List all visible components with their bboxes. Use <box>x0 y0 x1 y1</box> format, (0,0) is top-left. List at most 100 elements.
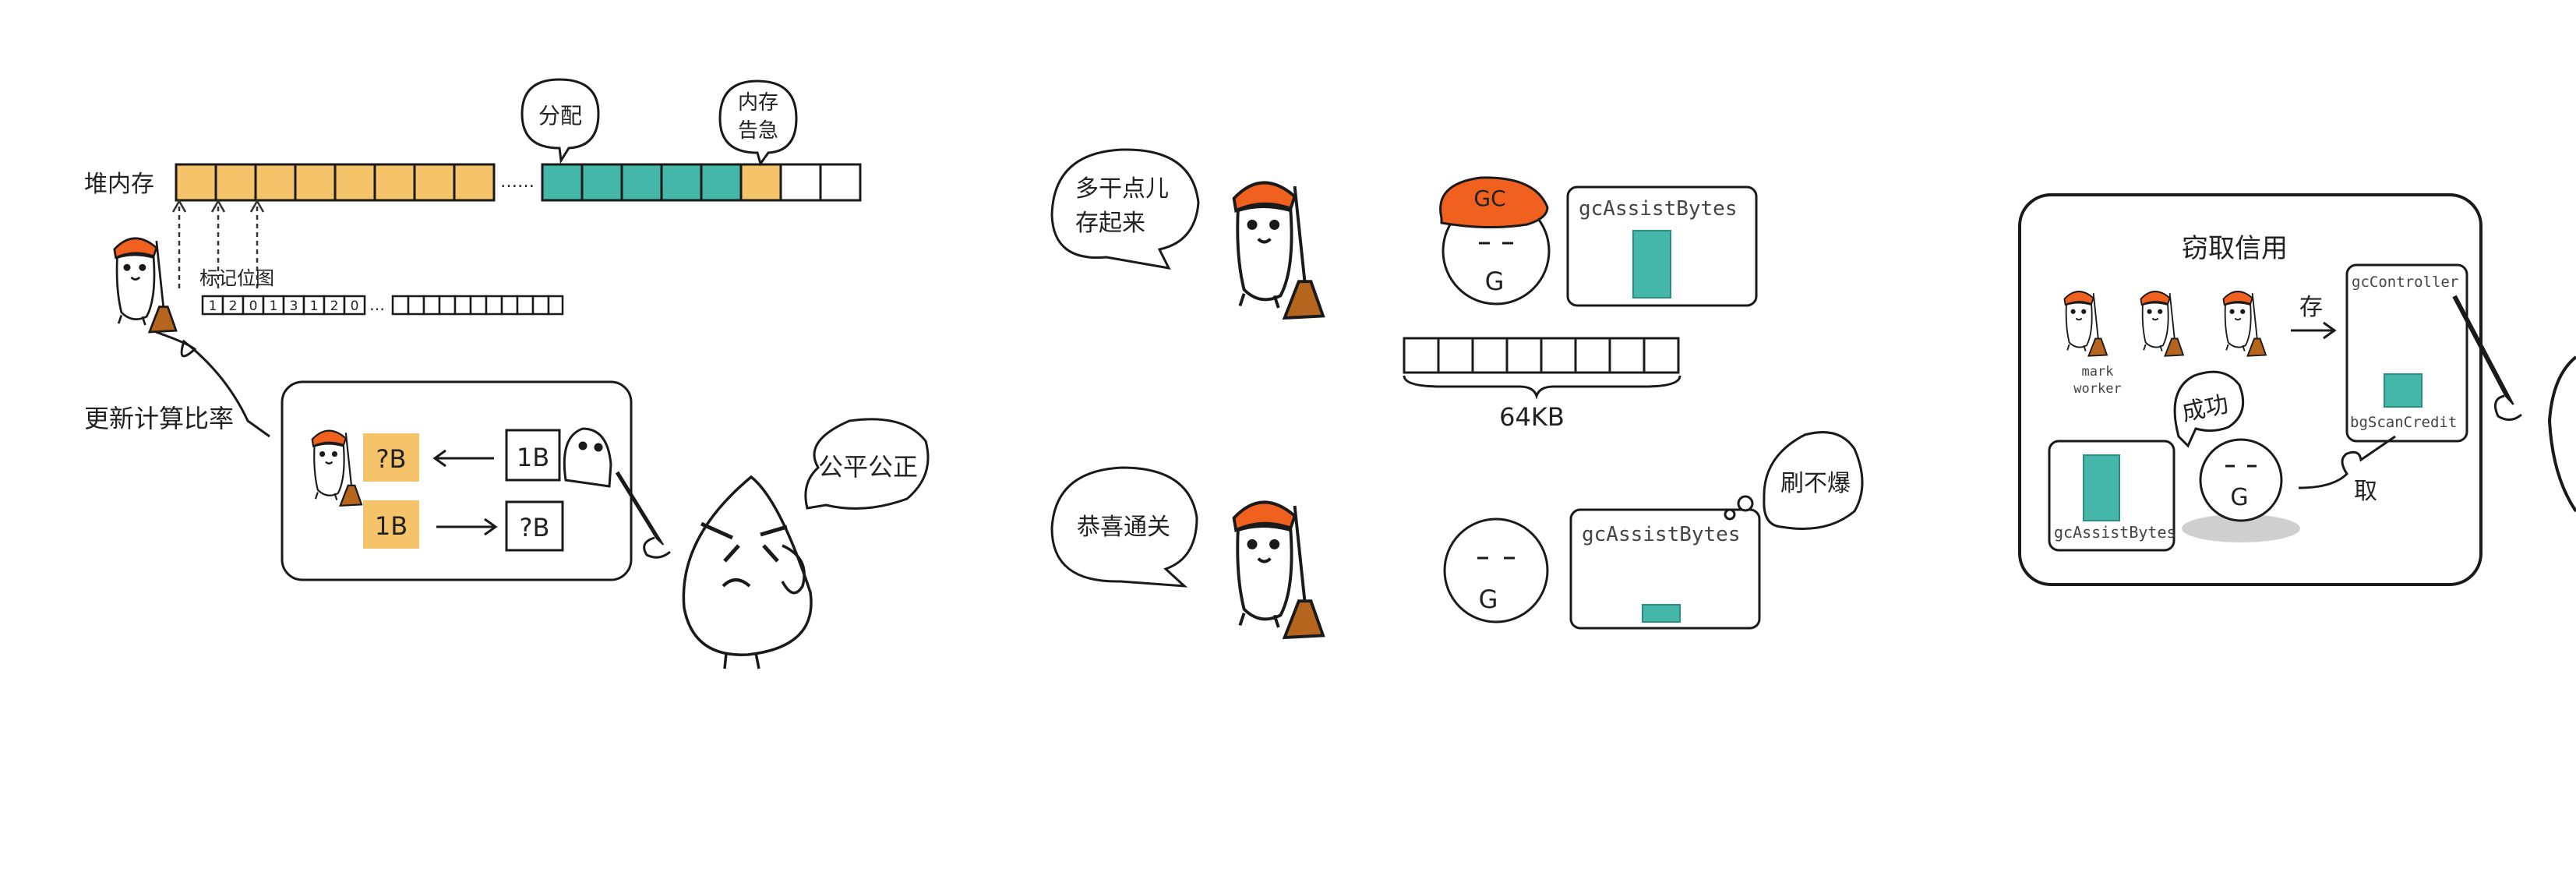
heap-block-allocated <box>660 163 703 202</box>
heap-block-marked <box>254 163 297 202</box>
bitmap-empty-cell <box>407 295 425 316</box>
span-page <box>1471 337 1509 374</box>
bitmap-empty-cell <box>438 295 457 316</box>
bitmap-empty-cell <box>531 295 550 316</box>
bubble-work-line1: 多干点儿 <box>1075 175 1169 203</box>
bubble-urgent-line1: 内存 <box>738 91 778 115</box>
heap-block-marked <box>214 163 257 202</box>
assist-bytes-title-bottom: gcAssistBytes <box>1582 523 1741 546</box>
gc-worker-bottom: G <box>1443 517 1549 623</box>
speech-bubble-icon <box>520 78 600 164</box>
bitmap-bit: 2 <box>229 298 238 314</box>
span-page <box>1574 337 1611 374</box>
goroutine-shadow <box>2182 514 2300 542</box>
heap-block-allocated <box>700 163 743 202</box>
bubble-alloc: 分配 <box>538 103 582 129</box>
ratio-unknown-top: ?B <box>376 444 407 474</box>
bitmap-empty-cell <box>469 295 488 316</box>
heap-block-marked <box>453 163 496 202</box>
pointer-stick-icon <box>615 471 671 559</box>
heap-block-marked <box>175 163 217 202</box>
assist-bytes-level-top <box>1632 230 1671 298</box>
ratio-unknown-bottom: ?B <box>520 513 550 542</box>
ratio-known-bottom-box <box>363 500 419 549</box>
heap-block-marked <box>739 163 782 202</box>
heap-block-allocated <box>541 163 584 202</box>
bitmap-empty-cell <box>500 295 519 316</box>
update-ratio-label: 更新计算比率 <box>84 404 234 433</box>
arrow-left-icon <box>432 449 494 468</box>
bubble-not-burst: 刷不爆 <box>1780 470 1851 497</box>
heap-block-free <box>819 163 862 202</box>
gopher-sweeper-icon <box>1232 181 1325 320</box>
g-label-bottom: G <box>1479 585 1498 614</box>
gc-hat-label: GC <box>1473 185 1505 211</box>
speech-bubble-icon <box>1050 466 1198 588</box>
heap-block-free <box>779 163 822 202</box>
arrow-right-icon <box>436 517 498 536</box>
bitmap-bit: 3 <box>290 298 298 314</box>
assist-bytes-title-panel3: gcAssistBytes <box>2054 523 2176 542</box>
take-label: 取 <box>2354 478 2377 505</box>
span-brace <box>1403 375 1681 400</box>
ratio-known-bottom: 1B <box>375 511 408 541</box>
g-label-panel3: G <box>2230 484 2248 511</box>
ratio-known-top: 1B <box>517 443 549 472</box>
bubble-fair: 公平公正 <box>818 452 918 482</box>
bitmap-empty-cell <box>453 295 472 316</box>
heap-block-allocated <box>580 163 623 202</box>
ratio-unknown-bottom-box <box>505 500 564 552</box>
heap-dots: …… <box>500 172 535 192</box>
assist-bytes-level-panel3 <box>2083 454 2120 521</box>
swirl-arrow <box>155 330 270 438</box>
controller-title: gcController <box>2352 274 2458 291</box>
heap-label: 堆内存 <box>84 171 154 198</box>
span-page <box>1403 337 1440 374</box>
g-label-top: G <box>1485 267 1505 296</box>
span-page <box>1643 337 1680 374</box>
referee-egg-icon <box>682 475 813 669</box>
scan-credit-label: bgScanCredit <box>2350 414 2457 431</box>
bitmap-bit: 1 <box>209 298 217 314</box>
scan-credit-level <box>2384 373 2422 408</box>
span-page <box>1608 337 1646 374</box>
bitmap-empty-cell <box>391 295 410 316</box>
bitmap-empty-cell <box>485 295 503 316</box>
assist-bytes-box-bottom <box>1569 508 1761 630</box>
bitmap-cell <box>343 295 366 316</box>
ratio-known-top-box <box>505 429 561 482</box>
span-page <box>1540 337 1577 374</box>
take-arrow <box>2298 435 2396 489</box>
gopher-sweeper-icon <box>1232 500 1325 639</box>
bitmap-bit: 1 <box>310 298 319 314</box>
goroutine-circle <box>2199 438 2283 522</box>
speech-bubble-icon <box>1050 148 1200 270</box>
bitmap-bit: 2 <box>330 298 339 314</box>
assist-bytes-title-top: gcAssistBytes <box>1579 197 1738 221</box>
pointer-stick-icon <box>2452 295 2576 513</box>
mark-worker-line2: worker <box>2073 381 2121 397</box>
bitmap-label: 标记位图 <box>199 267 274 289</box>
mark-worker-line1: mark <box>2082 364 2114 380</box>
heap-block-marked <box>333 163 376 202</box>
span-size-label: 64KB <box>1499 402 1565 432</box>
speech-bubble-icon <box>804 418 930 510</box>
heap-block-marked <box>413 163 456 202</box>
gc-worker-top: GC G <box>1439 176 1551 306</box>
goroutine-circle <box>1443 517 1549 623</box>
bitmap-dots: … <box>369 295 385 314</box>
store-label: 存 <box>2299 294 2323 321</box>
gopher-sweeper-icon <box>113 237 178 334</box>
arrow-right-icon <box>2291 321 2337 340</box>
bitmap-empty-cell <box>422 295 441 316</box>
heap-block-marked <box>294 163 337 202</box>
speech-bubble-icon <box>718 79 798 167</box>
credit-board-title: 窃取信用 <box>2182 233 2288 264</box>
span-pages <box>1403 337 1680 374</box>
ratio-unknown-top-box <box>363 433 419 482</box>
bitmap-bit: 1 <box>270 298 278 314</box>
bubble-urgent-line2: 告急 <box>738 119 778 143</box>
span-page <box>1505 337 1543 374</box>
